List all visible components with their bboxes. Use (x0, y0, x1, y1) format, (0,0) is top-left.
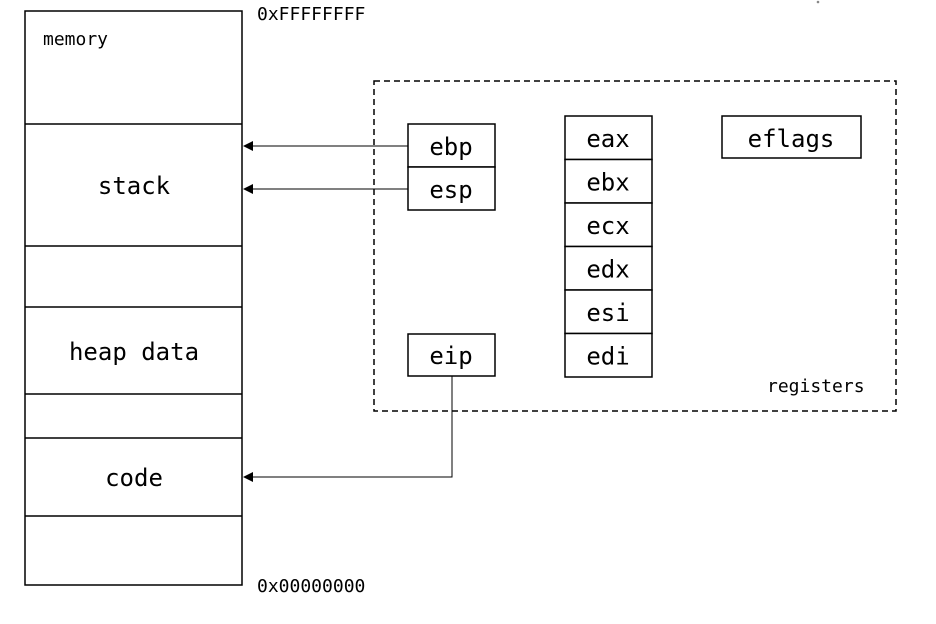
registers-label: registers (767, 376, 865, 397)
esi-box (564, 289, 653, 335)
eip-register: eip (407, 333, 496, 377)
bottom-address-label: 0x00000000 (257, 576, 365, 597)
edi-label: edi (586, 343, 629, 371)
eax-box (564, 115, 653, 161)
eip-label: eip (429, 342, 472, 370)
ecx-box (564, 202, 653, 248)
edi-box (564, 332, 653, 378)
ebp-register: ebp (407, 123, 496, 168)
stack-segment-label: stack (98, 172, 171, 200)
ebx-label: ebx (586, 169, 629, 197)
heap-segment-label: heap data (69, 338, 199, 366)
ebp-label: ebp (429, 133, 472, 161)
general-registers: eax ebx ecx edx esi edi (564, 115, 653, 378)
code-segment-label: code (105, 464, 163, 492)
eflags-register: eflags (721, 115, 862, 159)
edx-label: edx (586, 256, 629, 284)
ecx-label: ecx (586, 212, 629, 240)
memory-column: memory stack heap data code (24, 10, 243, 586)
registers-region (373, 80, 897, 412)
esi-label: esi (586, 299, 629, 327)
esp-label: esp (429, 176, 472, 204)
stray-dot (816, 0, 820, 4)
eflags-box (721, 115, 862, 159)
top-address-label: 0xFFFFFFFF (257, 4, 365, 25)
eip-box (407, 333, 496, 377)
eax-label: eax (586, 125, 629, 153)
esp-box (407, 166, 496, 211)
eflags-label: eflags (748, 125, 835, 153)
esp-register: esp (407, 166, 496, 211)
eip-arrow (243, 376, 453, 482)
memory-outline (24, 10, 243, 586)
memory-label: memory (43, 29, 108, 50)
